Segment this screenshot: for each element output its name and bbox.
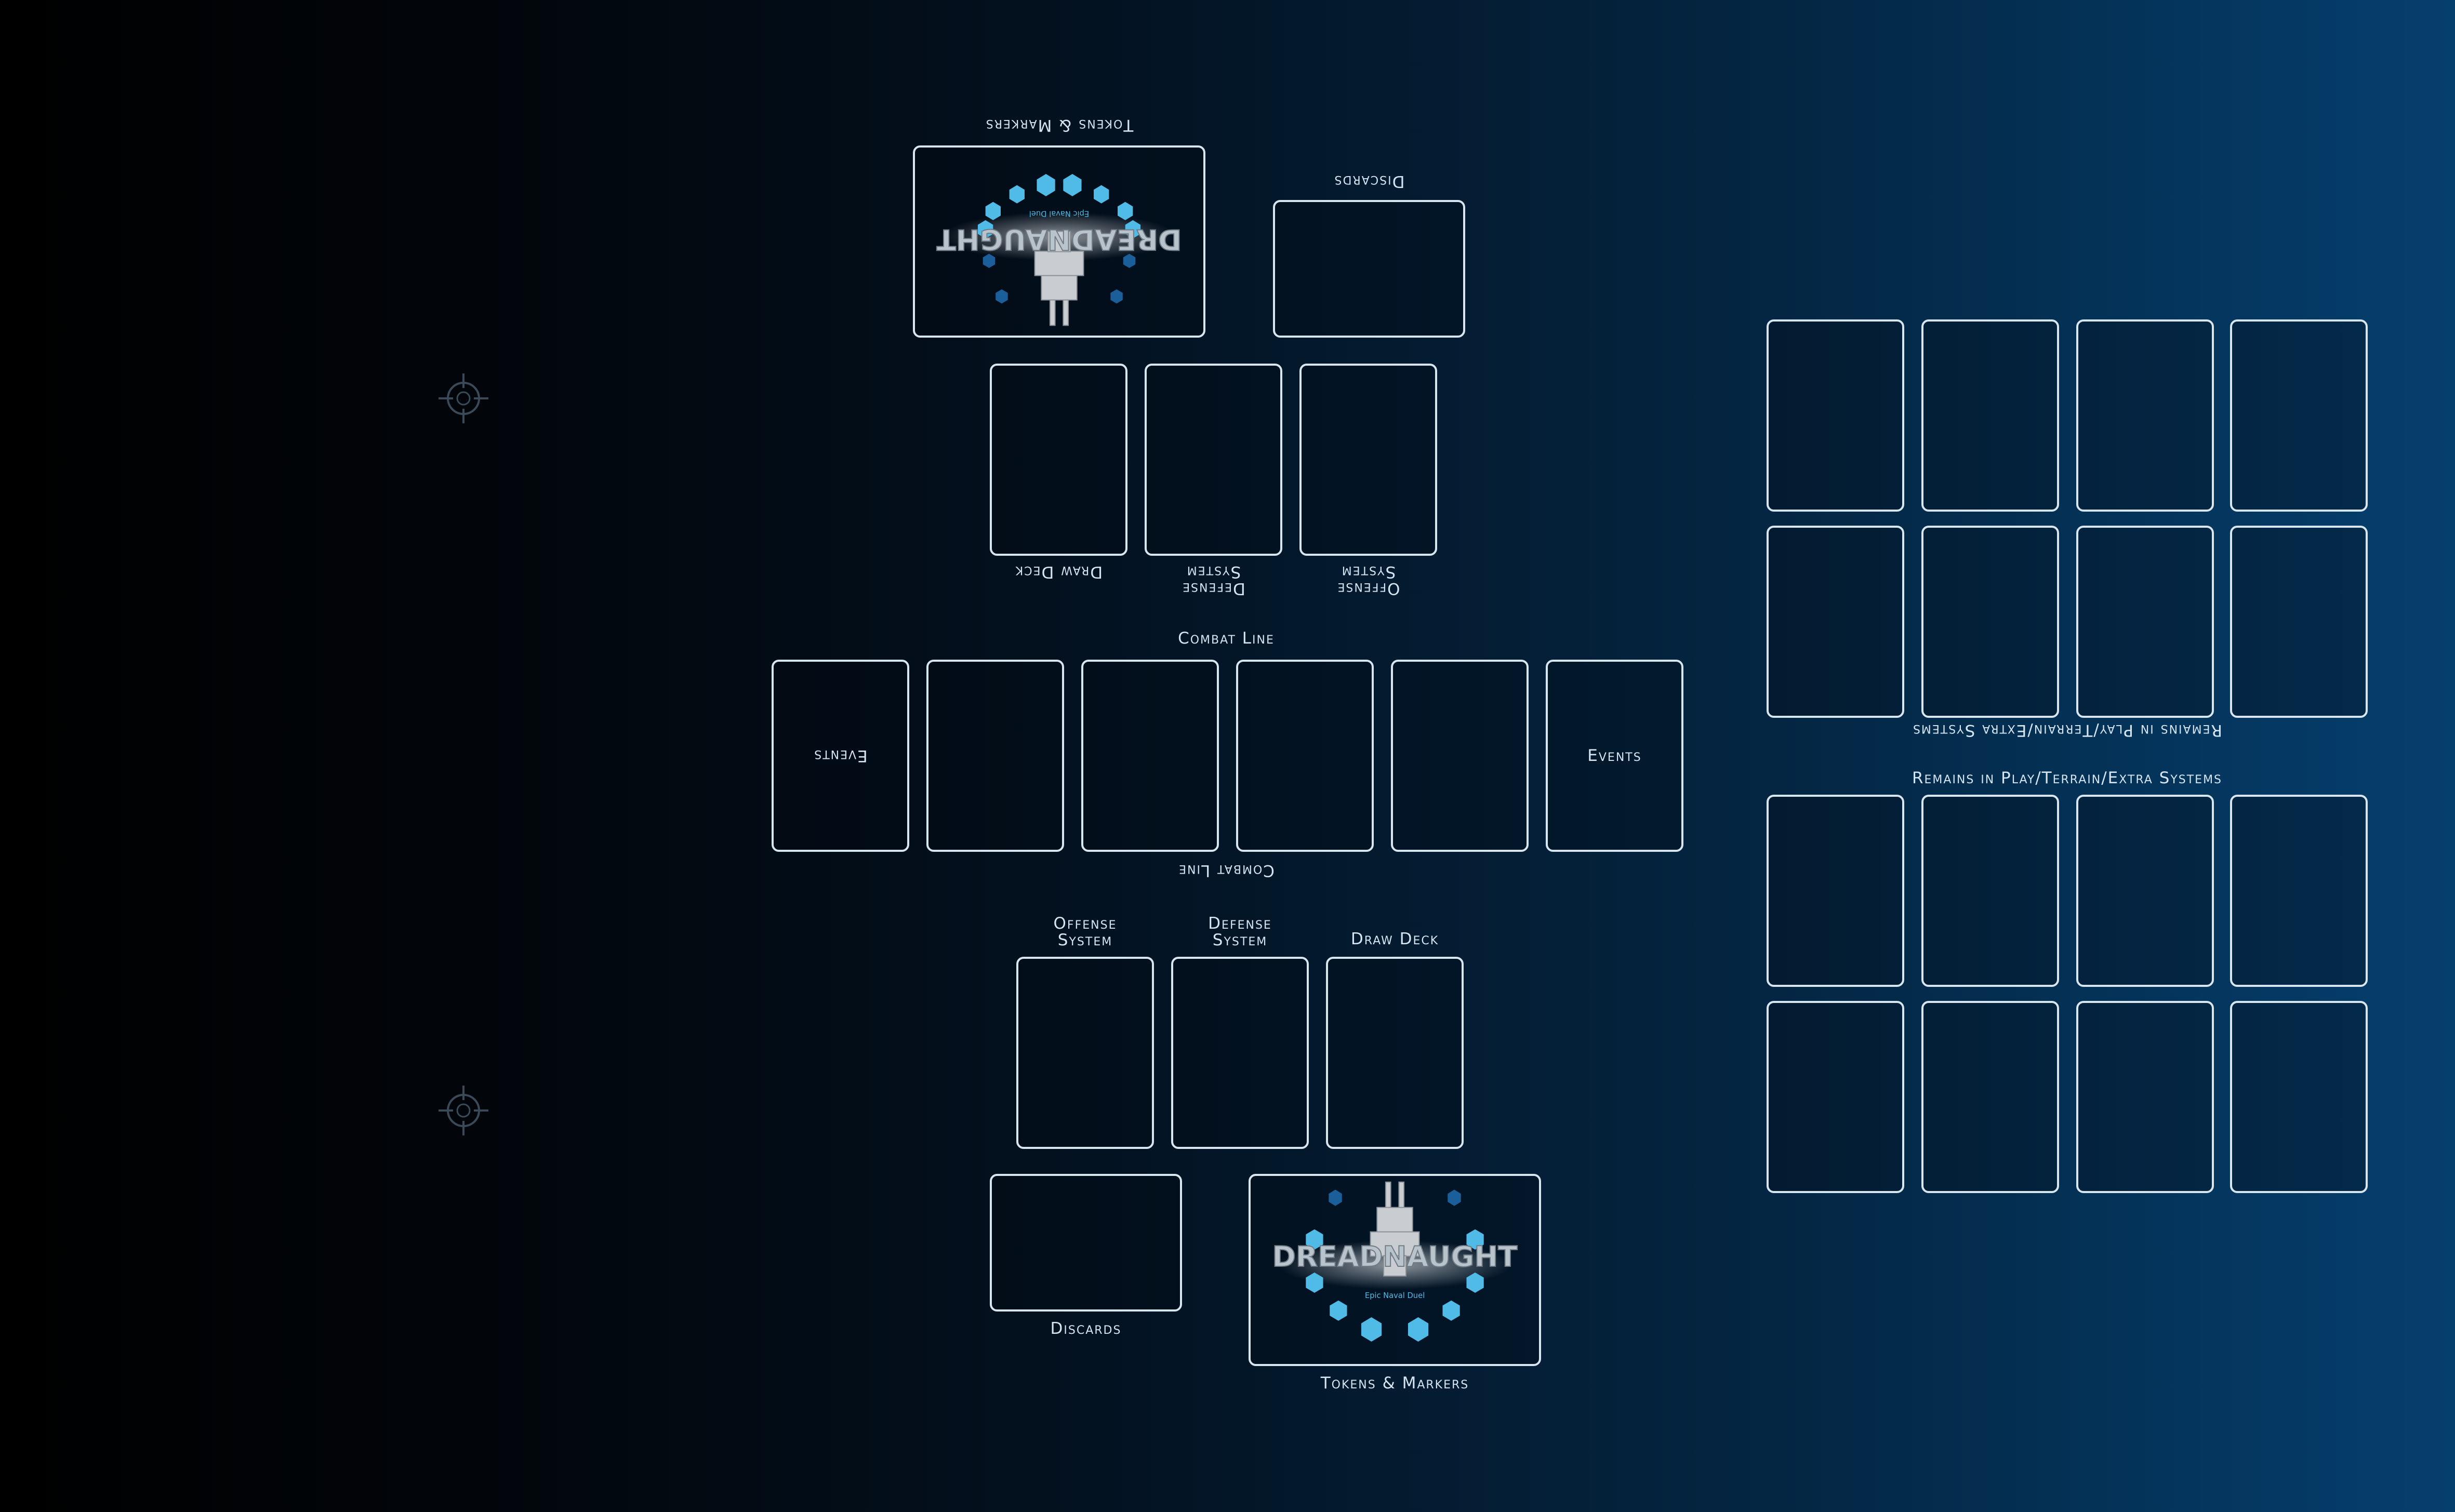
logo-subtitle: Epic Naval Duel [1029, 209, 1089, 218]
opponent-remains-slot[interactable] [2076, 526, 2214, 718]
crosshair-reticle-icon [439, 1086, 488, 1135]
opponent-remains-slot[interactable] [1767, 526, 1904, 718]
opponent-combat-line-label: Combat Line [1178, 861, 1275, 880]
opponent-remains-slot[interactable] [1767, 319, 1904, 512]
combat-line-slot[interactable] [1081, 660, 1219, 852]
opponent-remains-slot[interactable] [2076, 319, 2214, 512]
player-remains-slot[interactable] [1767, 795, 1904, 987]
opponent-remains-slot[interactable] [1921, 319, 2059, 512]
opponent-remains-slot[interactable] [1921, 526, 2059, 718]
combat-line-slot[interactable] [1236, 660, 1374, 852]
player-remains-slot[interactable] [2230, 1001, 2368, 1193]
player-remains-slot[interactable] [2076, 795, 2214, 987]
opponent-discards-label: Discards [1333, 172, 1405, 191]
logo-title: DREADNAUGHT [1272, 1240, 1518, 1273]
opponent-events-zone[interactable]: Events [772, 660, 909, 852]
player-offense-system-label: Offense System [1053, 914, 1117, 949]
player-events-zone[interactable]: Events [1546, 660, 1683, 852]
combat-line-slot[interactable] [1391, 660, 1529, 852]
logo-subtitle: Epic Naval Duel [1365, 1291, 1425, 1300]
player-events-label: Events [1587, 746, 1642, 765]
player-defense-system-label: Defense System [1208, 914, 1272, 949]
opponent-remains-slot[interactable] [2230, 526, 2368, 718]
opponent-tokens-zone[interactable]: DREADNAUGHT Epic Naval Duel [913, 145, 1205, 338]
player-remains-slot[interactable] [1921, 795, 2059, 987]
player-discards-zone[interactable] [990, 1174, 1182, 1312]
combat-line-slot[interactable] [926, 660, 1064, 852]
dreadnaught-logo: DREADNAUGHT Epic Naval Duel [1271, 1181, 1518, 1342]
logo-title: DREADNAUGHT [936, 223, 1182, 256]
dreadnaught-logo: DREADNAUGHT Epic Naval Duel [936, 173, 1183, 326]
opponent-remains-label: Remains in Play/Terrain/Extra Systems [1912, 721, 2223, 740]
player-defense-system-zone[interactable] [1171, 957, 1309, 1149]
player-remains-slot[interactable] [1767, 1001, 1904, 1193]
opponent-offense-system-zone[interactable] [1299, 364, 1437, 556]
player-draw-deck-label: Draw Deck [1350, 930, 1439, 948]
player-draw-deck-zone[interactable] [1326, 957, 1464, 1149]
opponent-defense-system-label: Defense System [1182, 563, 1245, 598]
opponent-remains-slot[interactable] [2230, 319, 2368, 512]
player-remains-label: Remains in Play/Terrain/Extra Systems [1912, 769, 2223, 787]
player-remains-slot[interactable] [2076, 1001, 2214, 1193]
opponent-discards-zone[interactable] [1273, 200, 1465, 338]
player-combat-line-label: Combat Line [1178, 629, 1275, 648]
opponent-draw-deck-label: Draw Deck [1014, 563, 1103, 581]
opponent-tokens-label: Tokens & Markers [985, 116, 1134, 135]
opponent-defense-system-zone[interactable] [1145, 364, 1282, 556]
player-remains-slot[interactable] [1921, 1001, 2059, 1193]
opponent-events-label: Events [813, 746, 868, 765]
opponent-offense-system-label: Offense System [1336, 563, 1400, 598]
player-tokens-zone[interactable]: DREADNAUGHT Epic Naval Duel [1249, 1174, 1541, 1366]
crosshair-reticle-icon [439, 373, 488, 423]
player-discards-label: Discards [1050, 1319, 1122, 1338]
player-tokens-label: Tokens & Markers [1320, 1374, 1469, 1393]
opponent-draw-deck-zone[interactable] [990, 364, 1127, 556]
player-remains-slot[interactable] [2230, 795, 2368, 987]
player-offense-system-zone[interactable] [1016, 957, 1154, 1149]
